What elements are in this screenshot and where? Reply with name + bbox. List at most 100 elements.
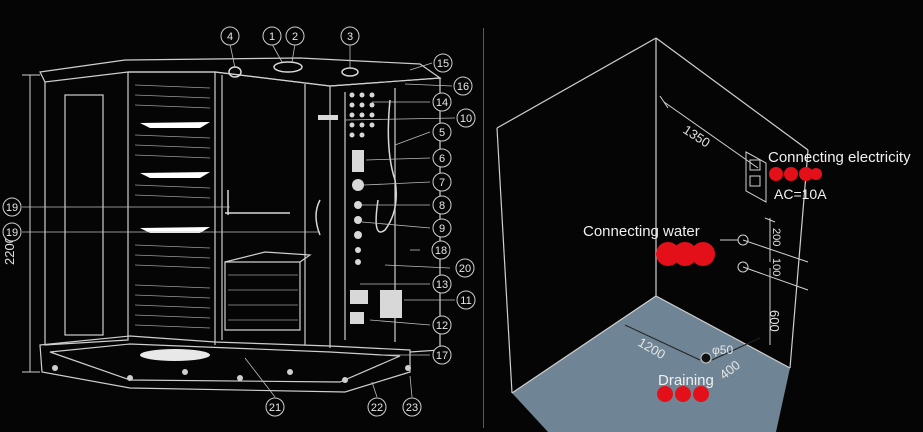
callout-6: 6 <box>432 148 452 168</box>
callout-circle <box>432 172 452 192</box>
callout-number: 12 <box>436 320 448 332</box>
callout-20: 20 <box>455 258 475 278</box>
callout-number: 23 <box>406 402 418 414</box>
callout-number: 19 <box>6 202 18 214</box>
tray-feet <box>52 365 411 383</box>
callout-circle <box>262 26 282 46</box>
label-ac-current: AC=10A <box>774 186 827 202</box>
dim-wall-width: 1350 <box>680 122 712 150</box>
callout-circle <box>340 26 360 46</box>
callout-circle <box>220 26 240 46</box>
callout-circle <box>432 218 452 238</box>
callout-number: 16 <box>457 81 469 93</box>
callout-number: 22 <box>371 402 383 414</box>
callout-number: 10 <box>460 113 472 125</box>
room-edges <box>496 37 809 394</box>
callout-circle <box>456 108 476 128</box>
callout-circle <box>402 397 422 417</box>
wall-slats <box>134 84 298 329</box>
callout-5: 5 <box>432 122 452 142</box>
height-dimension-line <box>22 74 40 373</box>
callout-number: 21 <box>269 402 281 414</box>
callout-number: 18 <box>435 245 447 257</box>
callout-23: 23 <box>402 397 422 417</box>
callout-circle <box>432 315 452 335</box>
callout-circle <box>432 122 452 142</box>
callout-number: 8 <box>439 200 445 212</box>
callout-circle <box>432 195 452 215</box>
callout-circle <box>455 258 475 278</box>
callout-circle <box>2 197 22 217</box>
height-dimension-label: 2200 <box>2 236 17 265</box>
panel-divider <box>483 28 484 428</box>
callout-circle <box>367 397 387 417</box>
electricity-marker-dots <box>769 167 822 181</box>
callout-10: 10 <box>456 108 476 128</box>
dim-upper: 200 <box>770 228 782 246</box>
callout-22: 22 <box>367 397 387 417</box>
callout-number: 20 <box>459 263 471 275</box>
electric-outlet-icon <box>745 151 767 203</box>
control-panel-jets <box>318 92 402 324</box>
callout-circle <box>432 274 452 294</box>
callout-7: 7 <box>432 172 452 192</box>
callout-number: 11 <box>460 295 471 307</box>
callout-number: 14 <box>436 97 448 109</box>
dim-height: 600 <box>767 310 782 332</box>
callout-21: 21 <box>265 397 285 417</box>
dim-1350-line <box>659 95 759 169</box>
callout-circle <box>285 26 305 46</box>
shower-hose <box>225 61 397 236</box>
callout-13: 13 <box>432 274 452 294</box>
callout-circle <box>432 345 452 365</box>
dim-mid: 100 <box>770 258 782 276</box>
callout-number: 1 <box>269 31 275 43</box>
label-draining: Draining <box>658 372 714 389</box>
callout-3: 3 <box>340 26 360 46</box>
floor-area <box>512 296 790 432</box>
callout-11: 11 <box>456 290 476 310</box>
callout-16: 16 <box>453 76 473 96</box>
vertical-dimensions <box>764 217 776 345</box>
callout-circle <box>453 76 473 96</box>
drain-icon <box>700 352 712 364</box>
callout-18: 18 <box>431 240 451 260</box>
draining-marker-dots <box>657 386 709 402</box>
callout-circle <box>432 92 452 112</box>
floor-dimensions <box>624 324 761 361</box>
callout-12: 12 <box>432 315 452 335</box>
callout-leaders <box>22 43 456 398</box>
callout-circle <box>433 53 453 73</box>
callout-number: 15 <box>437 58 449 70</box>
callout-circle <box>431 240 451 260</box>
callout-8: 8 <box>432 195 452 215</box>
callout-number: 9 <box>439 223 445 235</box>
callout-circle <box>2 222 22 242</box>
corner-shelves <box>140 122 210 233</box>
water-pipes <box>720 234 809 291</box>
water-marker-dots <box>656 242 715 266</box>
callout-15: 15 <box>433 53 453 73</box>
label-connecting-water: Connecting water <box>583 223 700 240</box>
callout-number: 7 <box>439 177 445 189</box>
tray-drain <box>140 349 210 361</box>
callout-4: 4 <box>220 26 240 46</box>
callout-number: 4 <box>227 31 233 43</box>
callout-number: 5 <box>439 127 445 139</box>
callout-number: 17 <box>436 350 448 362</box>
callout-2: 2 <box>285 26 305 46</box>
callout-number: 6 <box>439 153 445 165</box>
callout-number: 2 <box>292 31 298 43</box>
callout-circle <box>265 397 285 417</box>
callout-1: 1 <box>262 26 282 46</box>
callout-circle <box>432 148 452 168</box>
callout-number: 19 <box>6 227 18 239</box>
label-connecting-electricity: Connecting electricity <box>768 149 911 166</box>
callout-14: 14 <box>432 92 452 112</box>
callout-circle <box>456 290 476 310</box>
callout-number: 3 <box>347 31 353 43</box>
